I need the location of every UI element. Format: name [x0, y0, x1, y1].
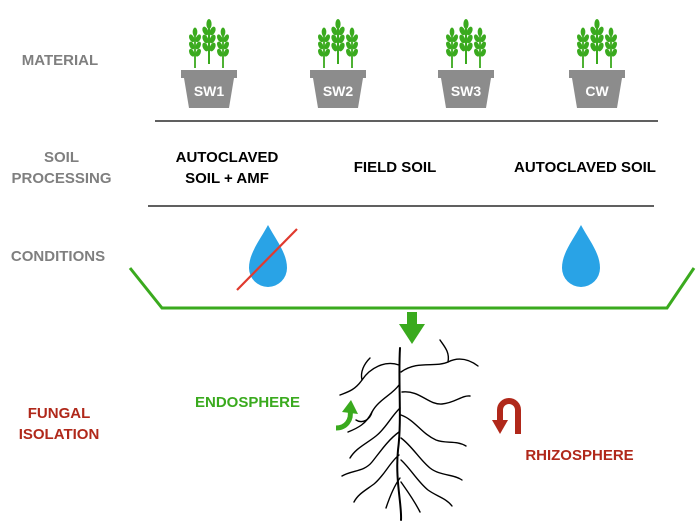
pot-label-sw2: SW2 — [322, 83, 354, 99]
row-label-fungal-isolation-line1: FUNGAL — [27, 405, 91, 422]
u-turn-arrow-icon — [492, 398, 521, 434]
soil-field: FIELD SOIL — [353, 159, 437, 176]
conditions-bracket — [128, 267, 696, 310]
pot-label-cw: CW — [585, 83, 609, 99]
row-label-soil-processing-line1: SOIL — [43, 149, 79, 166]
soil-autoclaved-amf-line1: AUTOCLAVED — [175, 149, 279, 166]
row-label-conditions: CONDITIONS — [10, 248, 106, 265]
row-label-fungal-isolation-line2: ISOLATION — [18, 426, 100, 443]
arrow-down-icon — [399, 312, 425, 344]
endosphere-label: ENDOSPHERE — [194, 394, 301, 411]
curved-arrow-icon — [335, 400, 358, 431]
pot-label-sw1: SW1 — [193, 83, 225, 99]
row-label-soil-processing-line2: PROCESSING — [11, 170, 112, 187]
pot-label-sw3: SW3 — [450, 83, 482, 99]
root-icon — [339, 339, 479, 521]
water-drop-icon — [562, 225, 600, 287]
soil-autoclaved-amf-line2: SOIL + AMF — [185, 170, 269, 187]
row-label-material: MATERIAL — [21, 52, 99, 69]
soil-autoclaved: AUTOCLAVED SOIL — [514, 159, 656, 176]
rhizosphere-label: RHIZOSPHERE — [525, 447, 634, 464]
no-water-icon — [236, 225, 298, 291]
